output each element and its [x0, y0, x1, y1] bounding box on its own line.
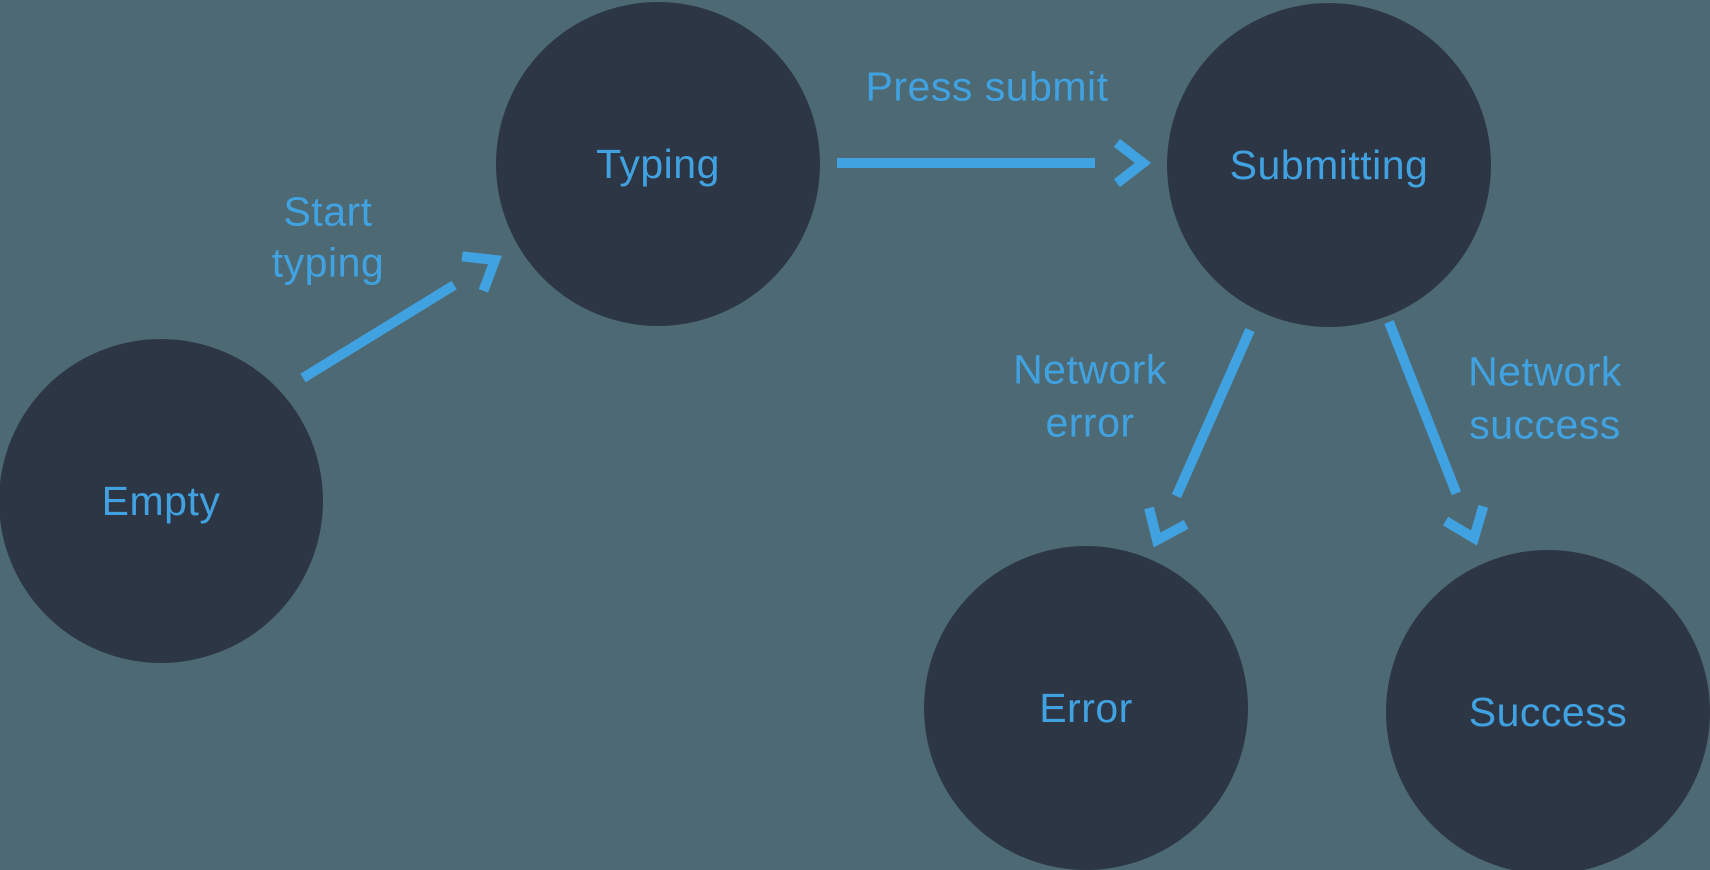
state-node-label-typing: Typing	[596, 140, 720, 187]
state-node-typing: Typing	[496, 2, 820, 326]
arrowhead-icon	[1144, 506, 1189, 548]
state-node-label-success: Success	[1468, 688, 1628, 735]
state-node-label-empty: Empty	[101, 477, 221, 524]
state-node-label-error: Error	[1039, 684, 1133, 731]
transition-arrow-press-submit	[837, 138, 1152, 188]
state-node-error: Error	[924, 546, 1248, 870]
arrow-shaft	[300, 280, 457, 383]
state-node-label-submitting: Submitting	[1229, 141, 1429, 188]
transition-label-network-success-line1: Network	[1468, 348, 1622, 395]
transition-label-network-success-line2: success	[1469, 401, 1621, 448]
transition-label-start-typing-line2: typing	[271, 239, 385, 286]
arrowhead-icon	[461, 251, 502, 293]
state-node-success: Success	[1386, 550, 1710, 870]
arrow-shaft	[1171, 327, 1255, 499]
state-node-submitting: Submitting	[1167, 3, 1491, 327]
arrow-shaft	[1384, 320, 1462, 496]
arrowhead-icon	[1113, 138, 1152, 188]
transition-label-press-submit: Press submit	[865, 63, 1109, 110]
transition-label-start-typing-line1: Start	[283, 188, 373, 235]
arrowhead-icon	[1443, 504, 1489, 546]
transition-label-network-error-line2: error	[1045, 399, 1135, 446]
state-node-empty: Empty	[0, 339, 323, 663]
transition-label-network-error-line1: Network	[1013, 346, 1167, 393]
